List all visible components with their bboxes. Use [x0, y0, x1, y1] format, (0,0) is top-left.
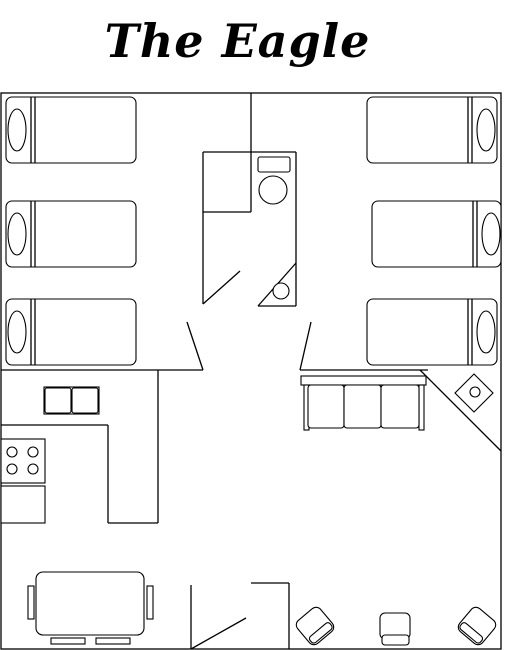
bathroom [202, 93, 297, 307]
entry-door [190, 582, 290, 650]
sink-icon [43, 386, 100, 415]
bed-right-2 [371, 200, 502, 268]
armchair-2 [379, 612, 411, 646]
dining-table [27, 571, 154, 645]
bed-right-3 [366, 298, 498, 366]
pillow [476, 108, 496, 152]
armchair-3 [457, 606, 497, 646]
armchair-1 [295, 606, 335, 646]
middle-wall [1, 321, 428, 523]
kitchen-counter [1, 424, 158, 524]
stove-icon [0, 438, 46, 484]
bed-right-1 [366, 96, 498, 164]
oven-cabinet [0, 485, 46, 524]
bed-left-3 [5, 298, 137, 366]
bed-left-1 [5, 96, 137, 164]
pillow [481, 212, 501, 256]
shower-icon [272, 282, 290, 300]
pillow [7, 108, 27, 152]
toilet-icon [257, 156, 291, 205]
pillow [7, 212, 27, 256]
plan-title: The Eagle [104, 14, 371, 68]
bed-left-2 [5, 200, 137, 268]
pillow [476, 310, 496, 354]
sofa [300, 375, 427, 431]
pillow [7, 310, 27, 354]
corner-table [419, 369, 502, 452]
